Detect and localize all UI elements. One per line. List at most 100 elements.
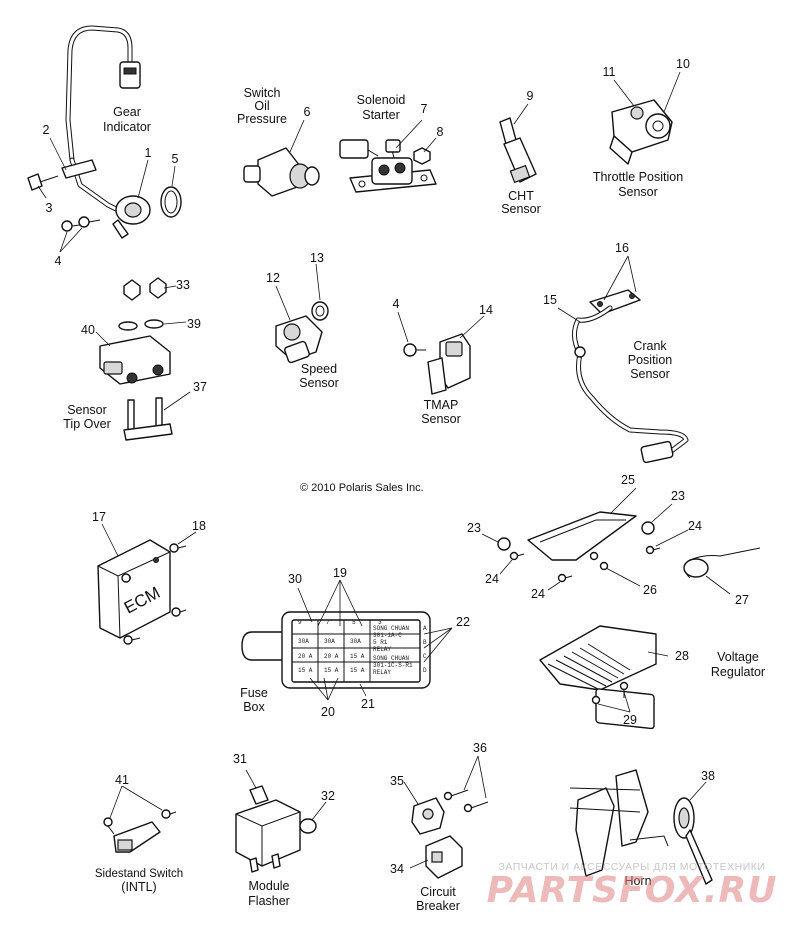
grommet xyxy=(299,818,317,834)
starter-solenoid xyxy=(339,119,437,193)
gear-indicator-connector xyxy=(119,61,141,89)
relay-text: SONG CHUAN xyxy=(373,625,409,632)
fuse-col-label: 7 xyxy=(326,619,330,626)
circuit-breaker-cover xyxy=(425,835,463,879)
screw xyxy=(27,173,59,191)
callout-18: 18 xyxy=(192,519,206,533)
gear-indicator-bracket xyxy=(61,159,97,179)
callout-15: 15 xyxy=(543,293,557,307)
label-line: Voltage xyxy=(717,650,759,664)
callout-7: 7 xyxy=(421,102,428,116)
speed-sensor xyxy=(275,263,329,364)
ecm-unit: ECM xyxy=(97,523,197,645)
module-flasher xyxy=(235,769,327,873)
relay-text: RELAY xyxy=(373,669,391,676)
fuse-rating: 15 A xyxy=(298,667,313,674)
label-line: Sensor xyxy=(618,185,658,199)
watermark-tagline: ЗАПЧАСТИ И АКСЕССУАРЫ ДЛЯ МОТОТЕХНИКИ xyxy=(499,861,766,873)
callout-13: 13 xyxy=(310,251,324,265)
callout-19: 19 xyxy=(333,566,347,580)
fuse-rating: 15 A xyxy=(350,653,365,660)
clip xyxy=(497,537,511,551)
screw xyxy=(123,635,141,645)
callout-28: 28 xyxy=(675,649,689,663)
fuse-top-rating: 30A xyxy=(298,638,309,645)
callout-33: 33 xyxy=(176,278,190,292)
horn-label: Horn xyxy=(624,874,651,888)
callout-9: 9 xyxy=(527,89,534,103)
screw xyxy=(121,573,131,583)
crank-position-sensor xyxy=(557,255,689,464)
callout-29: 29 xyxy=(623,713,637,727)
bolt xyxy=(557,573,573,583)
watermark-brand: PARTSFOX.RU xyxy=(487,870,778,911)
rivet xyxy=(443,789,469,801)
label-line: Oil xyxy=(254,99,269,113)
label-line: Sensor xyxy=(67,403,107,417)
label-line: Flasher xyxy=(248,894,290,908)
callout-1: 1 xyxy=(145,146,152,160)
label-line: Sensor xyxy=(299,376,339,390)
fuse-rating: 20 A xyxy=(298,653,313,660)
callout-8: 8 xyxy=(437,125,444,139)
callout-12: 12 xyxy=(266,271,280,285)
callout-36: 36 xyxy=(473,741,487,755)
fuse-row-label: C xyxy=(423,653,427,660)
screw xyxy=(103,817,115,835)
callout-20: 20 xyxy=(321,705,335,719)
watermark: ЗАПЧАСТИ И АКСЕССУАРЫ ДЛЯ МОТОТЕХНИКИ PA… xyxy=(487,861,778,911)
callout-5: 5 xyxy=(172,152,179,166)
cable-tie xyxy=(683,558,709,578)
label-line: TMAP xyxy=(424,398,459,412)
label-line: Circuit xyxy=(420,885,456,899)
label-line: Sensor xyxy=(501,202,541,216)
fuse-box: 9 7 5 3 30A 30A 30A SONG CHUAN 301-1A-C … xyxy=(241,579,453,701)
callout-40: 40 xyxy=(81,323,95,337)
callout-23: 23 xyxy=(467,521,481,535)
throttle-position-sensor xyxy=(609,71,681,165)
label-line: Position xyxy=(628,353,673,367)
callout-30: 30 xyxy=(288,572,302,586)
fuse-col-label: 5 xyxy=(352,619,356,626)
screw xyxy=(171,607,187,617)
label-line: Sensor xyxy=(421,412,461,426)
callout-11: 11 xyxy=(603,65,616,79)
label-line: Sensor xyxy=(630,367,670,381)
callout-14: 14 xyxy=(479,303,493,317)
relay-text: RELAY xyxy=(373,646,391,653)
label-line: Starter xyxy=(362,108,400,122)
clip xyxy=(641,521,655,535)
label-line: Crank xyxy=(633,339,667,353)
fuse-col-label: 9 xyxy=(298,619,302,626)
relay-text: 5 R1 xyxy=(373,639,388,646)
mount-bracket xyxy=(123,423,173,441)
fuse-top-rating: 30A xyxy=(324,638,335,645)
label-line: Pressure xyxy=(237,112,287,126)
gear-indicator-assembly xyxy=(27,25,182,253)
fuse-top-rating: 30A xyxy=(350,638,361,645)
callout-25: 25 xyxy=(621,473,635,487)
callout-4: 4 xyxy=(55,254,62,268)
nut xyxy=(149,277,167,299)
copyright: © 2010 Polaris Sales Inc. xyxy=(300,482,424,494)
bolt xyxy=(591,695,601,712)
label-line: Tip Over xyxy=(63,417,110,431)
callout-37: 37 xyxy=(193,380,207,394)
fuse-grid xyxy=(292,620,420,682)
voltage-regulator xyxy=(539,625,669,730)
callout-27: 27 xyxy=(735,593,749,607)
label-line: Solenoid xyxy=(357,93,406,107)
label-line: CHT xyxy=(508,189,534,203)
bolt xyxy=(645,545,661,555)
mounting-plate xyxy=(527,511,637,561)
